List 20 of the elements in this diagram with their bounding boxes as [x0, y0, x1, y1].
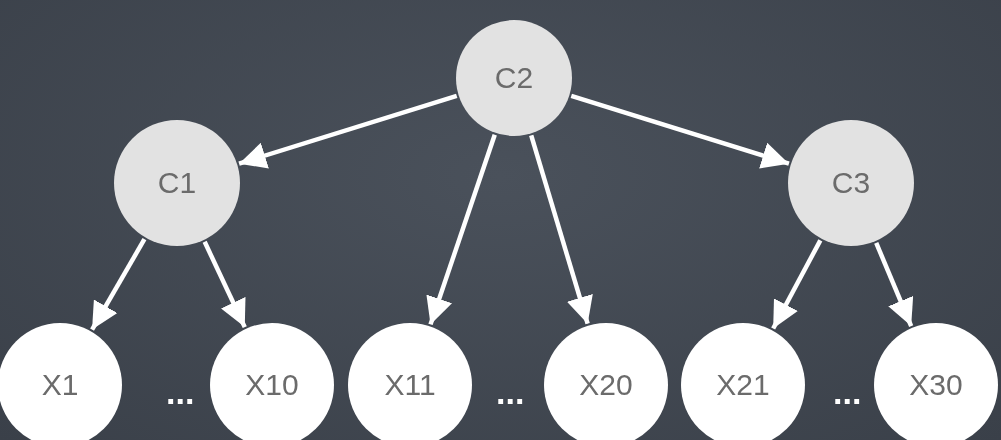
ellipsis-label: ...: [833, 375, 862, 409]
arrow: [529, 134, 593, 325]
ellipsis-label: ...: [166, 375, 195, 409]
node-label: X21: [716, 368, 770, 402]
arrow: [426, 134, 497, 326]
node-label: X11: [384, 368, 436, 402]
arrow: [570, 93, 790, 169]
node-label: X30: [909, 368, 963, 402]
node-label: C2: [494, 61, 534, 95]
arrow: [874, 242, 914, 327]
arrow: [202, 240, 247, 329]
arrow: [238, 93, 458, 169]
ellipsis-label: ...: [496, 375, 525, 409]
node-label: X1: [41, 368, 79, 402]
node-label: X10: [245, 368, 299, 402]
node-label: C3: [831, 166, 871, 200]
node-label: X20: [579, 368, 633, 402]
arrow: [771, 239, 823, 330]
arrow: [90, 238, 147, 331]
node-label: C1: [157, 166, 197, 200]
